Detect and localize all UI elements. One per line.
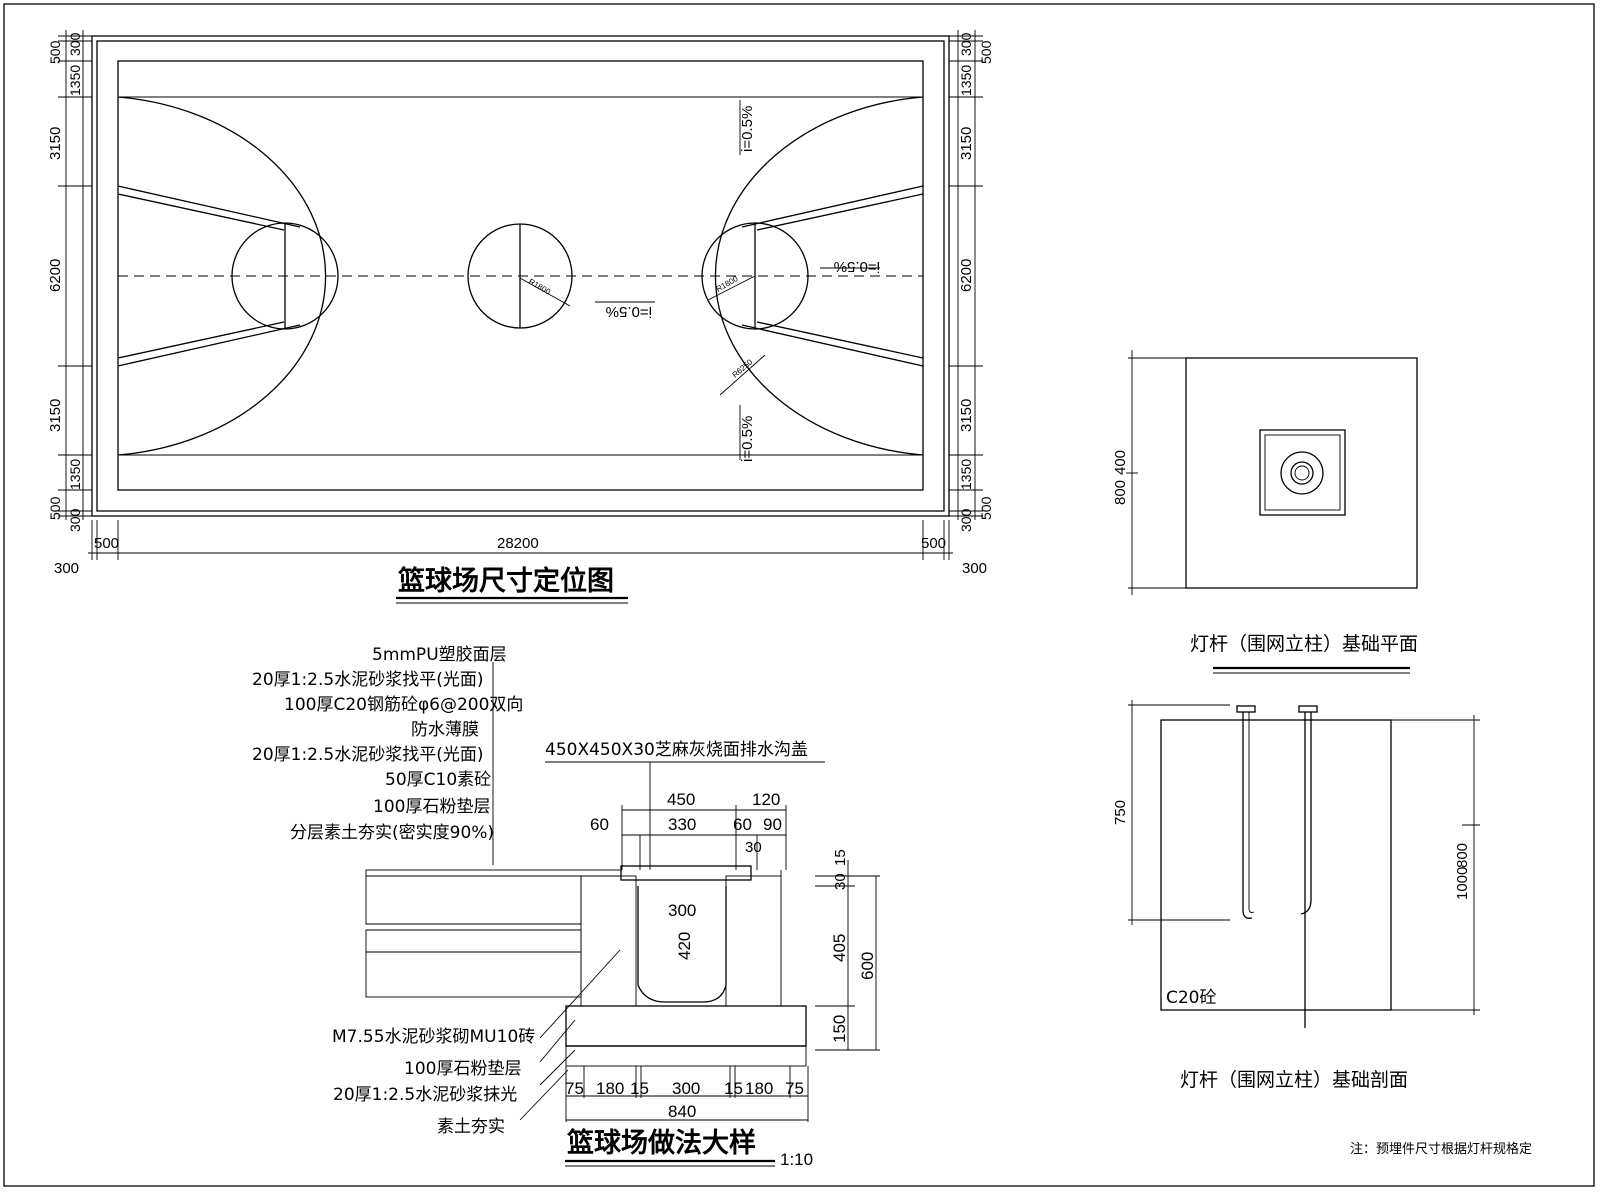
- sec-bottom-75b: 75: [785, 1079, 804, 1098]
- right-dim-3150-bottom: 3150: [958, 399, 975, 432]
- slope-label-center: i=0.5%: [606, 303, 652, 320]
- section-detail: [365, 805, 880, 1122]
- left-dim-6200: 6200: [47, 259, 64, 292]
- left-dim-1350-top: 1350: [67, 65, 83, 96]
- bottom-dim-500-left: 500: [94, 535, 119, 552]
- sec-bottom-15b: 15: [724, 1079, 743, 1098]
- sec-dim-405: 405: [830, 934, 849, 962]
- bottom-dimension-chain: [88, 520, 953, 560]
- lower-note-1: M7.55水泥砂浆砌MU10砖: [332, 1027, 535, 1047]
- sec-dim-30a: 30: [745, 839, 762, 856]
- right-dim-500-bottom: 500: [978, 496, 994, 520]
- drain-cover-label: 450X450X30芝麻灰烧面排水沟盖: [545, 740, 808, 760]
- section-scale: 1:10: [780, 1150, 813, 1169]
- left-three-point-arc: [117, 96, 327, 456]
- layer-1: 5mmPU塑胶面层: [372, 645, 507, 665]
- bottom-dim-28200: 28200: [497, 535, 539, 552]
- right-dim-1350-top: 1350: [958, 65, 974, 96]
- sec-dim-300: 300: [668, 901, 696, 920]
- footer-note: 注：预埋件尺寸根据灯杆规格定: [1350, 1141, 1532, 1157]
- lower-note-3: 20厚1:2.5水泥砂浆抹光: [333, 1085, 517, 1105]
- left-dim-500-bottom: 500: [47, 496, 63, 520]
- sec-bottom-15a: 15: [630, 1079, 649, 1098]
- sec-dim-450: 450: [667, 790, 695, 809]
- bottom-dim-300-right: 300: [962, 560, 987, 577]
- fp-dim-800: 800: [1112, 480, 1129, 505]
- radius-center: R1800: [527, 277, 552, 297]
- sec-dim-60b: 60: [733, 815, 752, 834]
- layer-4: 防水薄膜: [411, 720, 479, 740]
- sec-dim-30b: 30: [832, 873, 849, 890]
- layer-5: 20厚1:2.5水泥砂浆找平(光面): [252, 745, 483, 765]
- lower-note-2: 100厚石粉垫层: [404, 1059, 521, 1079]
- fs-dim-750: 750: [1112, 800, 1129, 825]
- sec-dim-15: 15: [832, 849, 849, 866]
- sec-dim-840: 840: [668, 1102, 696, 1121]
- right-three-point-arc: [714, 96, 924, 456]
- left-dim-1350-bottom: 1350: [67, 459, 83, 490]
- layer-6: 50厚C10素砼: [385, 770, 491, 790]
- layer-2: 20厚1:2.5水泥砂浆找平(光面): [252, 670, 483, 690]
- sec-dim-150: 150: [830, 1015, 849, 1043]
- left-dim-3150-top: 3150: [47, 127, 64, 160]
- left-dim-300-bottom: 300: [67, 508, 83, 532]
- bottom-dim-500-right: 500: [921, 535, 946, 552]
- right-dim-300-bottom: 300: [958, 508, 974, 532]
- bottom-dim-300-left: 300: [54, 560, 79, 577]
- foundation-section: [1128, 700, 1480, 1028]
- left-dim-300-top: 300: [67, 32, 83, 56]
- radius-key: R1800: [715, 274, 740, 294]
- layer-3: 100厚C20钢筋砼φ6@200双向: [284, 695, 523, 715]
- left-dimension-chain: [58, 30, 92, 520]
- sheet-border: [3, 3, 1595, 1187]
- sec-bottom-300: 300: [672, 1079, 700, 1098]
- fs-dim-800: 800: [1454, 843, 1471, 868]
- layer-8: 分层素土夯实(密实度90%): [290, 823, 494, 843]
- right-dim-3150-top: 3150: [958, 127, 975, 160]
- sec-dim-330: 330: [668, 815, 696, 834]
- right-dim-1350-bottom: 1350: [958, 459, 974, 490]
- foundation-section-title: 灯杆（围网立柱）基础剖面: [1180, 1069, 1408, 1091]
- layer-7: 100厚石粉垫层: [373, 797, 490, 817]
- fp-dim-400: 400: [1112, 450, 1129, 475]
- left-dim-3150-bottom: 3150: [47, 399, 64, 432]
- court-plan-title: 篮球场尺寸定位图: [397, 565, 614, 597]
- right-dim-6200: 6200: [958, 259, 975, 292]
- sec-dim-120: 120: [752, 790, 780, 809]
- section-title: 篮球场做法大样: [566, 1127, 756, 1159]
- foundation-plan-title: 灯杆（围网立柱）基础平面: [1190, 633, 1418, 655]
- slope-label-top: i=0.5%: [739, 106, 756, 152]
- fs-dim-1000: 1000: [1454, 867, 1471, 900]
- left-dim-500-top: 500: [47, 40, 63, 64]
- foundation-plan: [1126, 350, 1418, 595]
- right-dim-300-top: 300: [958, 32, 974, 56]
- fs-concrete-label: C20砼: [1166, 988, 1217, 1008]
- sec-bottom-75a: 75: [565, 1079, 584, 1098]
- sec-dim-600: 600: [858, 952, 877, 980]
- right-dimension-chain: [949, 30, 983, 520]
- sec-bottom-180b: 180: [745, 1079, 773, 1098]
- sec-dim-420: 420: [675, 932, 694, 960]
- lower-note-4: 素土夯实: [437, 1117, 505, 1137]
- sec-dim-90: 90: [763, 815, 782, 834]
- slope-label-right: i=0.5%: [834, 258, 880, 275]
- sec-bottom-180a: 180: [596, 1079, 624, 1098]
- slope-label-bottom: i=0.5%: [739, 416, 756, 462]
- right-dim-500-top: 500: [978, 40, 994, 64]
- sec-dim-60a: 60: [590, 815, 609, 834]
- court-plan: [91, 35, 950, 517]
